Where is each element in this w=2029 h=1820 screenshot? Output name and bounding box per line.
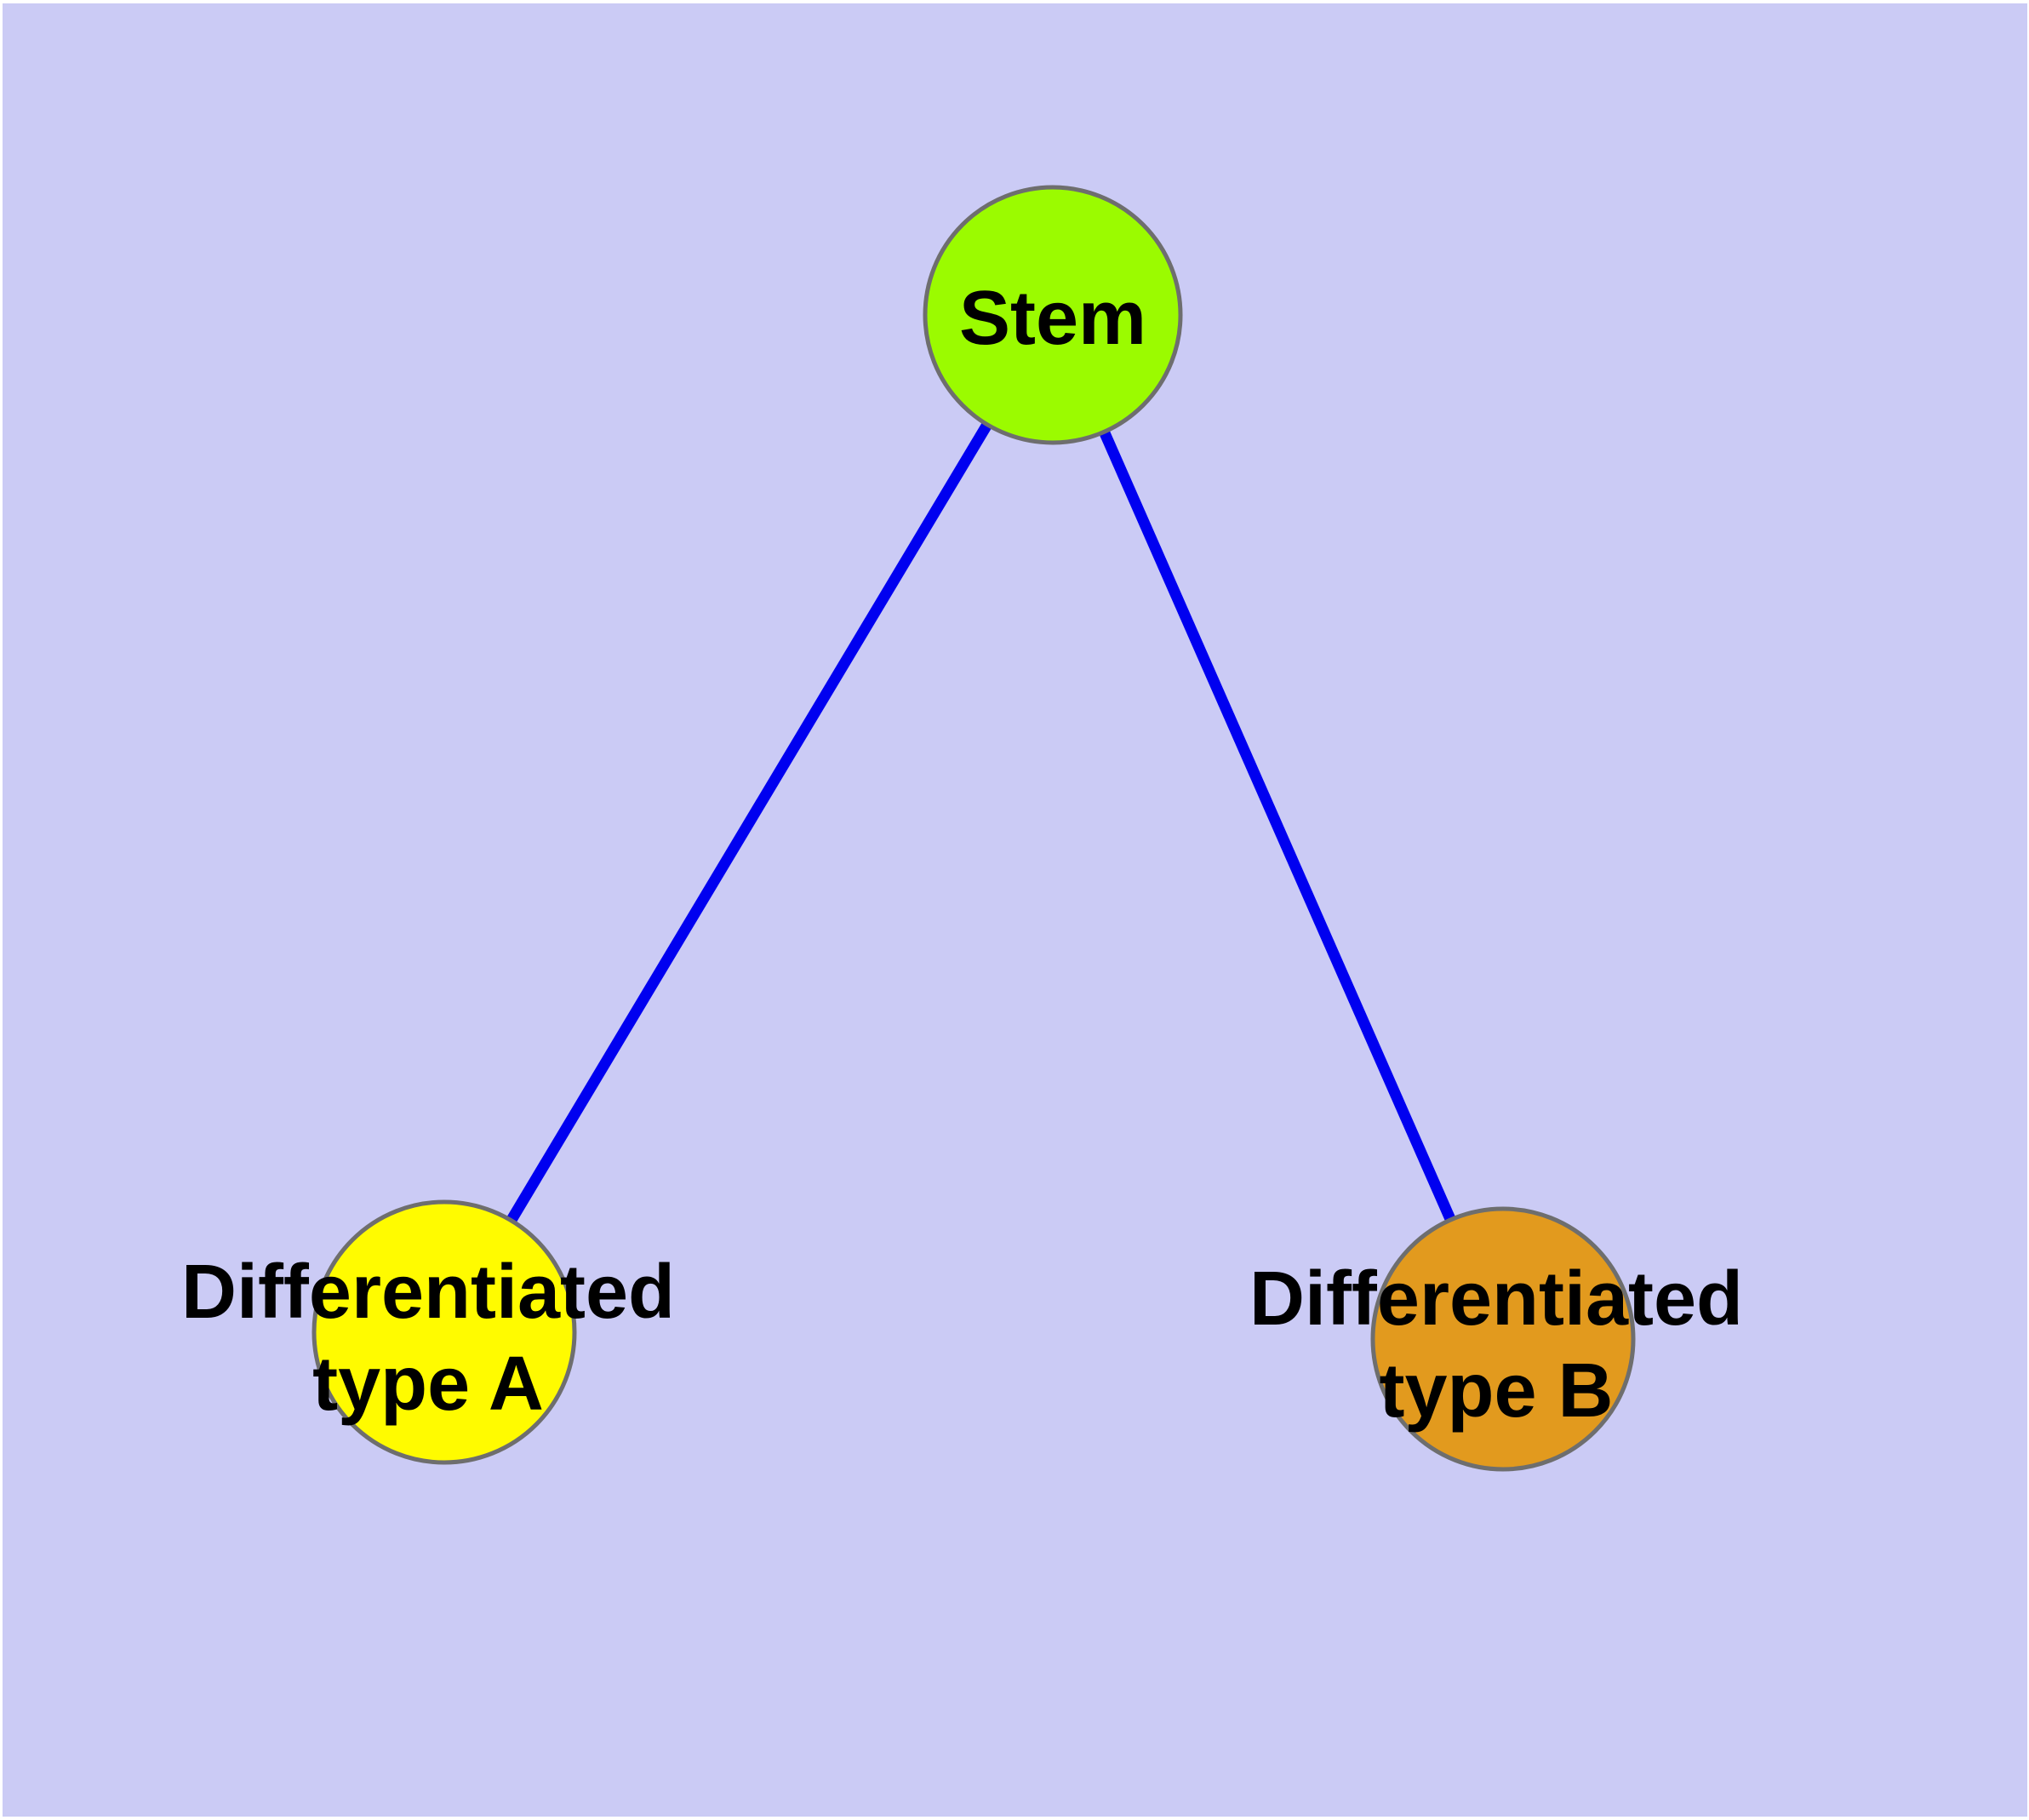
type-a-label-line2: type A <box>312 1342 544 1427</box>
stem-node-label: Stem <box>959 276 1146 361</box>
type-a-label-line1: Differentiated <box>181 1250 675 1335</box>
edge-stem-to-type-b <box>1048 312 1508 1342</box>
stem-node <box>923 185 1183 445</box>
edge-stem-to-type-a <box>439 312 1058 1336</box>
type-b-label-line1: Differentiated <box>1249 1256 1743 1342</box>
differentiated-type-a-node <box>311 1199 577 1465</box>
differentiated-type-b-node <box>1370 1206 1636 1472</box>
type-b-label-line2: type B <box>1379 1348 1613 1434</box>
